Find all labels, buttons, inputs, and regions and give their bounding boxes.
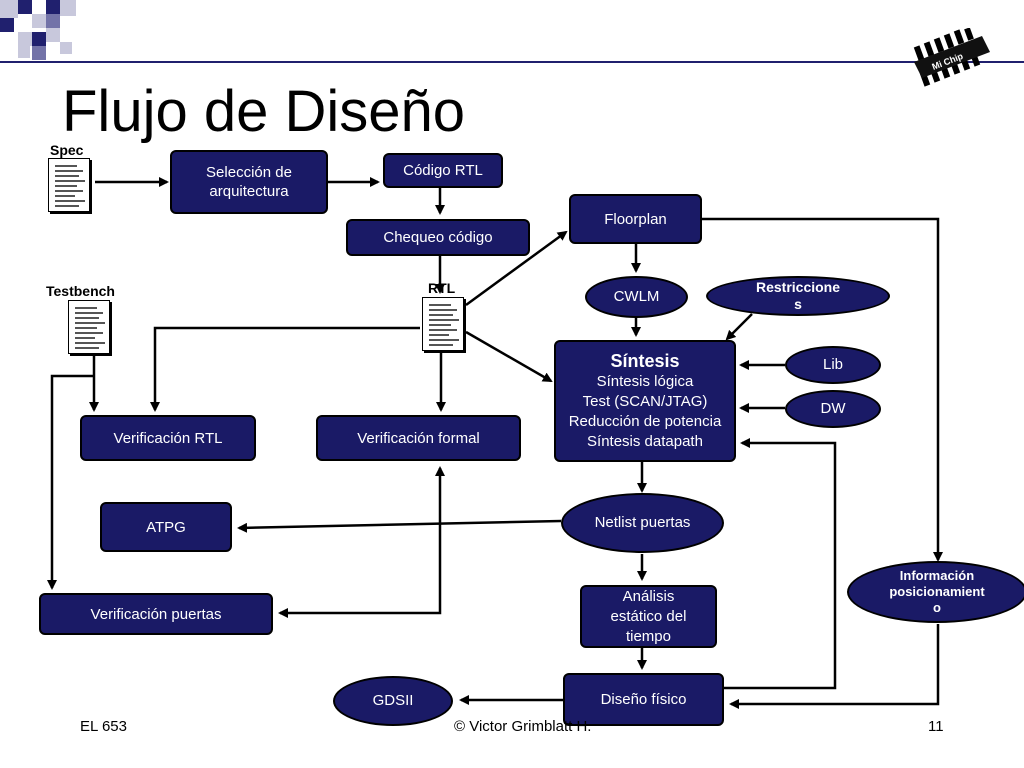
sintesis-title: Síntesis <box>610 351 680 371</box>
seleccion-arquitectura-box: Selección de arquitectura <box>170 150 328 214</box>
floorplan-box: Floorplan <box>569 194 702 244</box>
spec-label: Spec <box>50 142 84 158</box>
decor-square <box>46 28 60 42</box>
analisis-estatico-box: Análisis estático del tiempo <box>580 585 717 648</box>
decor-square <box>32 46 46 60</box>
arrow-netlist-verpuertas <box>278 521 442 618</box>
page-title: Flujo de Diseño <box>62 79 465 144</box>
footer-author: © Victor Grimblatt H. <box>454 718 592 735</box>
decor-square <box>46 0 60 14</box>
arrow-disenofisico-sintesis <box>724 438 837 690</box>
arrow-floorplan-infopos <box>702 217 943 562</box>
arrow-infopos-disenofisico <box>729 624 940 709</box>
sintesis-box: Síntesis Síntesis lógica Test (SCAN/JTAG… <box>554 340 736 462</box>
codigo-rtl-box: Código RTL <box>383 153 503 188</box>
arrow-restr-sintesis <box>725 313 753 341</box>
atpg-box: ATPG <box>100 502 232 552</box>
arrow-netlist-atpg <box>237 519 562 533</box>
netlist-puertas-ellipse: Netlist puertas <box>561 493 724 553</box>
decor-square <box>18 0 32 14</box>
rtl-document-icon <box>422 297 464 351</box>
footer-page-number: 11 <box>928 718 944 735</box>
gdsii-ellipse: GDSII <box>333 676 453 726</box>
line-rtl-verrtl <box>150 326 420 412</box>
decor-square <box>18 46 30 58</box>
sintesis-details: Síntesis lógica Test (SCAN/JTAG) Reducci… <box>568 373 722 450</box>
decor-square <box>18 32 32 46</box>
decor-square <box>0 0 18 18</box>
decor-square <box>32 14 46 28</box>
arrow-testbench-verpuertas <box>47 374 94 590</box>
informacion-posicionamiento-ellipse: Información posicionamient o <box>847 561 1024 623</box>
decor-square <box>32 32 46 46</box>
rtl-label: RTL <box>428 280 456 296</box>
dw-ellipse: DW <box>785 390 881 428</box>
cwlm-ellipse: CWLM <box>585 276 688 318</box>
decor-line <box>0 61 1024 63</box>
testbench-label: Testbench <box>46 283 115 299</box>
decor-square <box>0 18 14 32</box>
decor-square <box>60 42 72 54</box>
restricciones-ellipse: Restriccione s <box>706 276 890 316</box>
verificacion-formal-box: Verificación formal <box>316 415 521 461</box>
diseno-fisico-box: Diseño físico <box>563 673 724 726</box>
decor-square <box>46 14 60 28</box>
arrow-rtl-floorplan <box>465 230 568 307</box>
lib-ellipse: Lib <box>785 346 881 384</box>
arrow-rtl-sintesis <box>465 330 553 383</box>
chequeo-codigo-box: Chequeo código <box>346 219 530 256</box>
footer-course: EL 653 <box>80 718 127 735</box>
verificacion-rtl-box: Verificación RTL <box>80 415 256 461</box>
decor-square <box>60 0 76 16</box>
verificacion-puertas-box: Verificación puertas <box>39 593 273 635</box>
spec-document-icon <box>48 158 90 212</box>
chip-icon: Mi Chip <box>913 28 990 87</box>
testbench-document-icon <box>68 300 110 354</box>
